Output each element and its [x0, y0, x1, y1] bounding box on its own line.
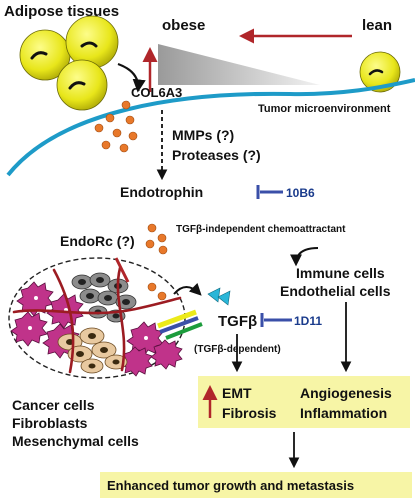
obesity-gradient-triangle — [158, 44, 320, 85]
tgfb-label: TGFβ — [218, 313, 257, 330]
mmps-label: MMPs (?) — [172, 127, 234, 143]
adipose-cells — [19, 15, 119, 111]
tumor-membrane — [6, 78, 415, 177]
endotrophin-fragments-tumor — [147, 282, 167, 301]
endotrophin-label: Endotrophin — [120, 184, 203, 200]
inflammation-label: Inflammation — [300, 405, 387, 421]
lean-adipose-cell — [359, 51, 401, 93]
outcome-box — [198, 376, 410, 428]
immune-cells-label: Immune cells — [296, 265, 385, 281]
endothelial-cells-label: Endothelial cells — [280, 283, 391, 299]
lean-label: lean — [362, 17, 392, 34]
endotrophin-fragments-top — [94, 100, 138, 153]
adipose-label: Adipose tissues — [4, 3, 119, 20]
tgfb-receptor-bars — [157, 309, 203, 340]
endotrophin-fragments-mid — [145, 223, 168, 255]
endotrophin-to-tgfb-arrow — [173, 282, 202, 296]
endorc-label: EndoRc (?) — [60, 233, 135, 249]
enhanced-growth-label: Enhanced tumor growth and metastasis — [107, 478, 354, 493]
obese-label: obese — [162, 17, 205, 34]
adipose-to-col6a3-arrow — [117, 62, 146, 93]
chemoattractant-curve-arrow — [290, 247, 319, 267]
10b6-label: 10B6 — [286, 186, 315, 200]
1d11-inhibitor — [260, 313, 292, 327]
fibrosis-label: Fibrosis — [222, 405, 277, 421]
tumor-microenvironment-label: Tumor microenvironment — [258, 103, 391, 115]
fibroblasts-label: Fibroblasts — [12, 415, 88, 431]
endorc-receptor — [114, 257, 130, 283]
tgfb-dependent-label: (TGFβ-dependent) — [194, 344, 281, 355]
mesenchymal-cells-label: Mesenchymal cells — [12, 433, 139, 449]
10b6-inhibitor — [256, 185, 283, 199]
angiogenesis-label: Angiogenesis — [300, 385, 392, 401]
final-outcome-box — [100, 472, 412, 498]
1d11-label: 1D11 — [294, 314, 322, 328]
tgfb-independent-label: TGFβ-independent chemoattractant — [176, 224, 346, 235]
tgfb-triangles — [207, 287, 231, 306]
collagen-fibers — [12, 266, 182, 374]
proteases-label: Proteases (?) — [172, 147, 261, 163]
col6a3-label: COL6A3 — [131, 85, 182, 100]
cancer-cells-label: Cancer cells — [12, 397, 95, 413]
emt-label: EMT — [222, 385, 252, 401]
